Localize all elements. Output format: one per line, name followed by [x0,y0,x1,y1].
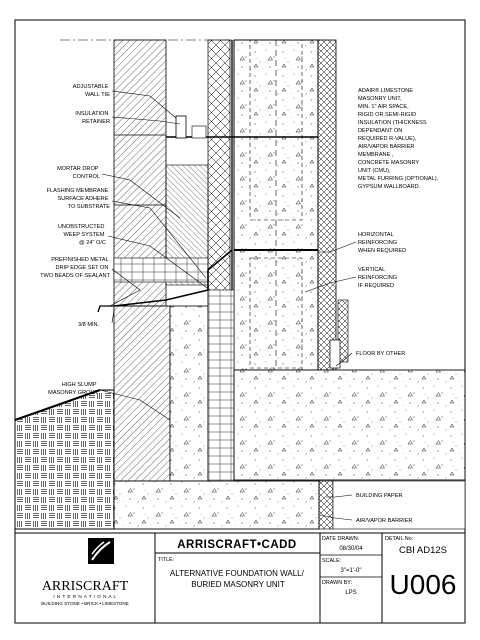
label-weep-system: UNOBSTRUCTED WEEP SYSTEM @ 24" O/C [58,224,106,246]
insulation-retainer [175,115,187,139]
company-name: ARRISCRAFT [42,579,129,594]
label-air-vapor-barrier: AIR/VAPOR BARRIER [356,518,412,524]
title-label: TITLE: [158,557,174,563]
footing [113,480,320,530]
label-building-paper: BUILDING PAPER [356,493,403,499]
buried-masonry-unit [113,305,171,482]
title-block: ARRISCRAFT I N T E R N A T I O N A L BUI… [14,532,466,624]
detail-code: CBI AD12S [399,545,447,556]
backfill-earth [14,389,115,530]
label-mortar-drop-control: MORTAR DROP CONTROL [57,166,100,180]
label-adjustable-wall-tie: ADJUSTABLE WALL TIE [73,84,110,98]
label-masonry-grout: HIGH SLUMP MASONRY GROUT [48,382,98,396]
masonry-grout [169,305,209,482]
drawn-by-value: LPS [345,590,356,596]
arriscraft-logo [88,538,114,564]
section-drawing [14,39,466,530]
scale-label: SCALE: [322,558,341,564]
label-vertical-reinforcing: VERTICAL REINFORCING IF REQUIRED [358,267,399,289]
label-horizontal-reinforcing: HORIZONTAL REINFORCING WHEN REQUIRED [358,232,406,254]
cadd-banner: ARRISCRAFT•CADD [177,539,297,551]
company-subtitle: I N T E R N A T I O N A L [53,594,116,599]
leader-lines [99,90,357,521]
label-flashing-membrane: FLASHING MEMBRANE SURFACE ADHERE TO SUBS… [47,188,111,210]
date-value: 08/30/04 [339,546,363,552]
annotation-labels: ADJUSTABLE WALL TIE INSULATION RETAINER … [40,84,440,524]
scale-value: 3"=1'-0" [341,568,362,574]
label-drip-edge: PREFINISHED METAL DRIP EDGE SET ON TWO B… [40,257,111,279]
company-tagline: BUILDING STONE • BRICK • LIMESTONE [41,601,129,606]
label-wall-assembly: ADAIR® LIMESTONE MASONRY UNIT, MIN. 1" A… [358,87,440,190]
label-floor-by-other: FLOOR BY OTHER [356,351,405,357]
drawn-by-label: DRAWN BY: [322,580,352,586]
label-insulation-retainer: INSULATION RETAINER [75,111,110,125]
detail-number: U006 [390,569,457,600]
drip-edge [97,305,114,313]
date-label: DATE DRAWN: [322,536,359,542]
furring-gypsum [317,39,337,371]
drawing-title: ALTERNATIVE FOUNDATION WALL/ BURIED MASO… [170,569,306,589]
floor-slab [233,369,466,481]
label-min-dimension: 3/8 MIN. [78,322,100,328]
detail-number-label: DETAIL No: [385,536,413,542]
